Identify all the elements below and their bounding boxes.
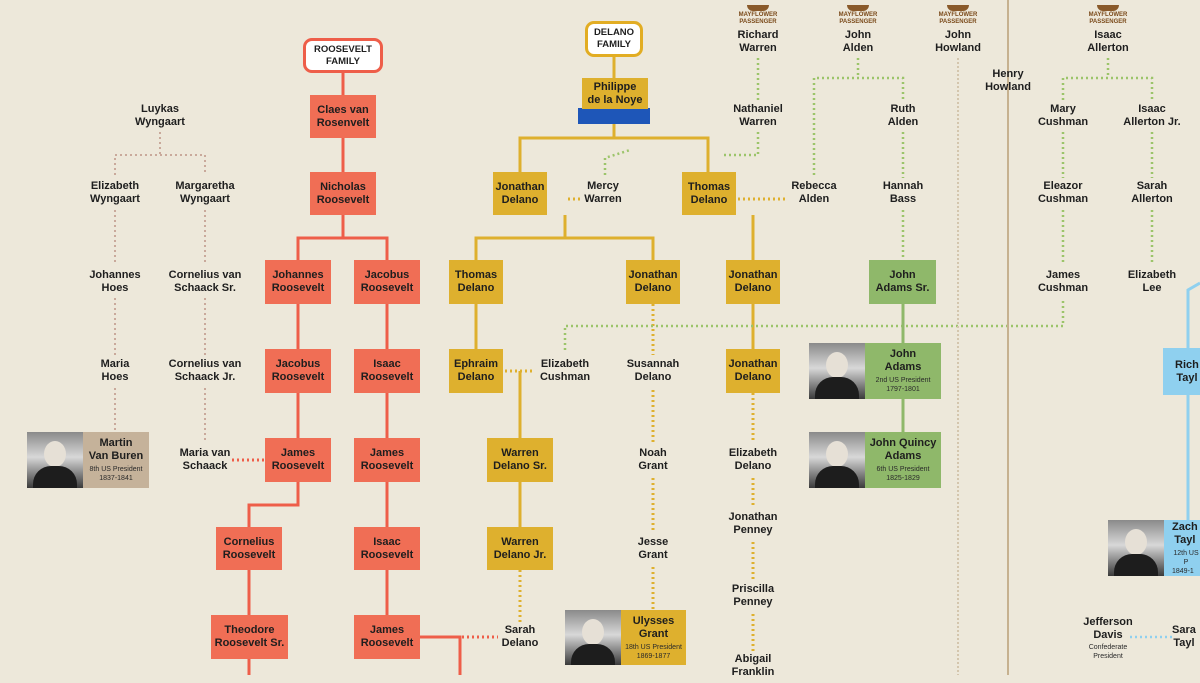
person-susannah-delano: Susannah Delano: [626, 358, 680, 383]
president-name: Zach Tayl: [1172, 520, 1198, 546]
person-elizabeth-cushman: Elizabeth Cushman: [539, 358, 591, 383]
portrait-photo: [565, 610, 621, 665]
person-margaretha-wyngaart: Margaretha Wyngaart: [175, 180, 235, 205]
person-jonathan-delano[interactable]: Jonathan Delano: [626, 260, 680, 304]
mayflower-badge: MAYFLOWER PASSENGER: [1083, 5, 1133, 26]
person-john-adams-sr[interactable]: John Adams Sr.: [869, 260, 936, 304]
person-james-roosevelt[interactable]: James Roosevelt: [354, 615, 420, 659]
person-ruth-alden: Ruth Alden: [887, 103, 919, 128]
person-maria-van-schaack: Maria van Schaack: [179, 447, 231, 472]
person-richard-warren: Richard Warren: [737, 29, 779, 54]
person-rebecca-alden: Rebecca Alden: [791, 180, 837, 205]
portrait-photo: [809, 343, 865, 399]
mayflower-ship-icon: [847, 5, 869, 11]
mayflower-badge: MAYFLOWER PASSENGER: [933, 5, 983, 26]
person-elizabeth-wyngaart: Elizabeth Wyngaart: [90, 180, 140, 205]
person-claes-van-rosenvelt[interactable]: Claes van Rosenvelt: [310, 95, 376, 138]
person-luykas-wyngaart: Luykas Wyngaart: [135, 103, 185, 128]
person-hannah-bass: Hannah Bass: [882, 180, 924, 205]
president-years: 1825-1829: [886, 475, 920, 482]
person-sarah-allerton: Sarah Allerton: [1131, 180, 1173, 205]
person-jacobus-roosevelt[interactable]: Jacobus Roosevelt: [354, 260, 420, 304]
person-richard-taylor-partial[interactable]: Rich Tayl: [1163, 348, 1200, 395]
person-nathaniel-warren: Nathaniel Warren: [733, 103, 783, 128]
person-john-howland: John Howland: [935, 29, 981, 54]
mayflower-ship-icon: [1097, 5, 1119, 11]
person-isaac-allerton: Isaac Allerton: [1087, 29, 1129, 54]
president-card-john-quincy-adams[interactable]: John Quincy Adams 6th US President 1825-18…: [809, 432, 941, 488]
mayflower-badge: MAYFLOWER PASSENGER: [833, 5, 883, 26]
person-philippe-de-la-noye[interactable]: Philippe de la Noye: [582, 78, 648, 109]
person-ephraim-delano[interactable]: Ephraim Delano: [449, 349, 503, 393]
portrait-photo: [809, 432, 865, 488]
president-card-van-buren[interactable]: Martin Van Buren 8th US President 1837-184…: [27, 432, 149, 488]
person-noah-grant: Noah Grant: [638, 447, 668, 472]
person-jesse-grant: Jesse Grant: [637, 536, 669, 561]
person-abigail-franklin: Abigail Franklin: [731, 653, 775, 678]
person-cornelius-van-schaack-jr: Cornelius van Schaack Jr.: [168, 358, 242, 383]
person-nicholas-roosevelt[interactable]: Nicholas Roosevelt: [310, 172, 376, 215]
person-mercy-warren: Mercy Warren: [584, 180, 622, 205]
person-john-alden: John Alden: [842, 29, 874, 54]
president-years: 1869-1877: [636, 652, 671, 660]
person-maria-hoes: Maria Hoes: [100, 358, 130, 383]
person-warren-delano-sr[interactable]: Warren Delano Sr.: [487, 438, 553, 482]
person-priscilla-penney: Priscilla Penney: [731, 583, 775, 608]
person-jefferson-davis: Jefferson Davis: [1083, 616, 1133, 641]
jefferson-davis-caption: Confederate President: [1088, 644, 1128, 660]
president-title: 8th US President: [89, 466, 143, 473]
president-title: 2nd US President: [875, 377, 931, 384]
person-cornelius-van-schaack-sr: Cornelius van Schaack Sr.: [168, 269, 242, 294]
mayflower-ship-icon: [747, 5, 769, 11]
president-years: 1837-1841: [99, 475, 133, 482]
person-jonathan-delano[interactable]: Jonathan Delano: [493, 172, 547, 215]
president-card-john-adams[interactable]: John Adams 2nd US President 1797-1801: [809, 343, 941, 399]
person-johannes-roosevelt[interactable]: Johannes Roosevelt: [265, 260, 331, 304]
person-jonathan-delano[interactable]: Jonathan Delano: [726, 349, 780, 393]
person-johannes-hoes: Johannes Hoes: [89, 269, 141, 294]
president-years: 1849-1: [1172, 567, 1194, 575]
person-elizabeth-delano: Elizabeth Delano: [728, 447, 778, 472]
person-elizabeth-lee: Elizabeth Lee: [1127, 269, 1177, 294]
person-isaac-roosevelt[interactable]: Isaac Roosevelt: [354, 527, 420, 570]
person-jonathan-delano[interactable]: Jonathan Delano: [726, 260, 780, 304]
person-jonathan-penney: Jonathan Penney: [728, 511, 778, 536]
president-name: Martin Van Buren: [88, 437, 144, 462]
person-mary-cushman: Mary Cushman: [1037, 103, 1089, 128]
mayflower-ship-icon: [947, 5, 969, 11]
president-name: John Quincy Adams: [869, 437, 937, 462]
person-james-cushman: James Cushman: [1037, 269, 1089, 294]
person-james-roosevelt[interactable]: James Roosevelt: [265, 438, 331, 482]
person-warren-delano-jr[interactable]: Warren Delano Jr.: [487, 527, 553, 570]
person-thomas-delano[interactable]: Thomas Delano: [449, 260, 503, 304]
person-cornelius-roosevelt[interactable]: Cornelius Roosevelt: [216, 527, 282, 570]
president-name: John Adams: [884, 348, 922, 373]
person-sarah-taylor-partial: Sara Tayl: [1172, 624, 1196, 649]
portrait-photo: [27, 432, 83, 488]
person-thomas-delano[interactable]: Thomas Delano: [682, 172, 736, 215]
person-james-roosevelt[interactable]: James Roosevelt: [354, 438, 420, 482]
president-title: 12th US P: [1173, 549, 1199, 566]
person-jacobus-roosevelt[interactable]: Jacobus Roosevelt: [265, 349, 331, 393]
person-isaac-allerton-jr: Isaac Allerton Jr.: [1123, 103, 1181, 128]
person-sarah-delano: Sarah Delano: [501, 624, 539, 649]
person-eleazor-cushman: Eleazor Cushman: [1037, 180, 1089, 205]
delano-family-header: DELANO FAMILY: [585, 21, 643, 57]
person-henry-howland: Henry Howland: [985, 68, 1031, 93]
mayflower-badge: MAYFLOWER PASSENGER: [733, 5, 783, 26]
person-theodore-roosevelt-sr[interactable]: Theodore Roosevelt Sr.: [211, 615, 288, 659]
president-title: 6th US President: [876, 466, 930, 473]
president-name: Ulysses Grant: [632, 614, 675, 640]
portrait-photo: [1108, 520, 1164, 576]
person-isaac-roosevelt[interactable]: Isaac Roosevelt: [354, 349, 420, 393]
president-years: 1797-1801: [886, 386, 920, 393]
president-title: 18th US President: [625, 643, 682, 651]
roosevelt-family-header: ROOSEVELT FAMILY: [303, 38, 383, 73]
